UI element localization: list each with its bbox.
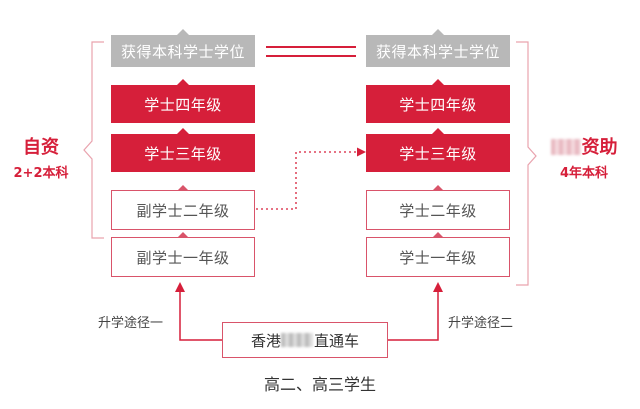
pathway-one-arrowhead: [175, 282, 185, 292]
left-side-subtitle: 2+2本科: [13, 166, 69, 181]
blurred-text: [550, 139, 581, 155]
right-bracket: [516, 41, 537, 286]
pathway-two-arrowhead: [433, 282, 443, 292]
source-prefix: 香港: [250, 331, 281, 350]
transfer-dotted-arrow: [256, 151, 358, 210]
left-bracket: [83, 41, 104, 239]
blurred-text: [281, 333, 313, 347]
source-suffix: 直通车: [314, 331, 360, 350]
left-side-label: 自资 2+2本科: [6, 133, 76, 181]
source-program-box: 香港 直通车: [222, 322, 388, 358]
left-year2-box: 副学士二年级: [111, 185, 255, 230]
target-students-label: 高二、高三学生: [263, 375, 376, 394]
pathway-one-line: [179, 290, 222, 341]
right-year1-box: 学士一年级: [366, 232, 510, 277]
right-side-subtitle: 4年本科: [559, 166, 609, 181]
left-year1-box: 副学士一年级: [111, 232, 255, 277]
pathway-two-line: [388, 290, 439, 341]
right-side-title-row: 资助: [536, 133, 632, 159]
right-year4-box: 学士四年级: [366, 79, 510, 123]
right-year2-box: 学士二年级: [366, 185, 510, 230]
transfer-arrowhead: [357, 147, 366, 157]
pathway-two-label: 升学途径二: [448, 316, 514, 331]
right-year3-box: 学士三年级: [366, 128, 510, 172]
left-year4-box: 学士四年级: [111, 79, 255, 123]
left-year3-box: 学士三年级: [111, 128, 255, 172]
left-side-title: 自资: [23, 137, 59, 158]
right-degree-box: 获得本科学士学位: [366, 29, 510, 67]
right-side-label: 资助 4年本科: [536, 133, 632, 181]
left-degree-box: 获得本科学士学位: [111, 29, 255, 67]
right-side-title: 资助: [581, 137, 618, 158]
pathway-one-label: 升学途径一: [98, 316, 164, 331]
